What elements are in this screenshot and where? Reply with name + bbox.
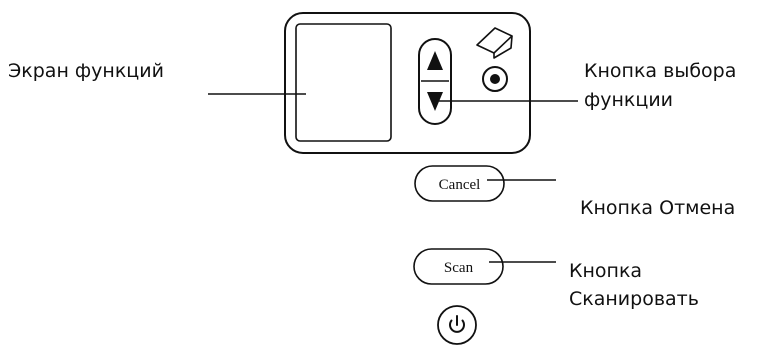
paper-icon [476,27,513,59]
control-panel [284,12,531,154]
callout-function-select-line2: функции [584,89,674,111]
callout-function-screen: Экран функций [8,60,164,82]
function-screen [295,23,392,142]
arrow-down-icon [427,92,443,111]
callout-scan-line2: Сканировать [569,288,699,310]
arrow-up-icon [427,51,443,70]
record-dot-icon [490,74,500,84]
callout-function-select-line1: Кнопка выбора [584,60,737,82]
power-button[interactable] [437,305,477,345]
power-icon [449,315,465,333]
cancel-button[interactable] [414,165,505,202]
cancel-button-label: Cancel [439,177,481,193]
callout-scan-line1: Кнопка [569,260,643,282]
record-button[interactable] [482,66,508,92]
function-select-button[interactable] [418,38,452,125]
scan-button-label: Scan [444,260,474,276]
callout-cancel: Кнопка Отмена [580,197,736,219]
scan-button[interactable] [413,248,504,285]
